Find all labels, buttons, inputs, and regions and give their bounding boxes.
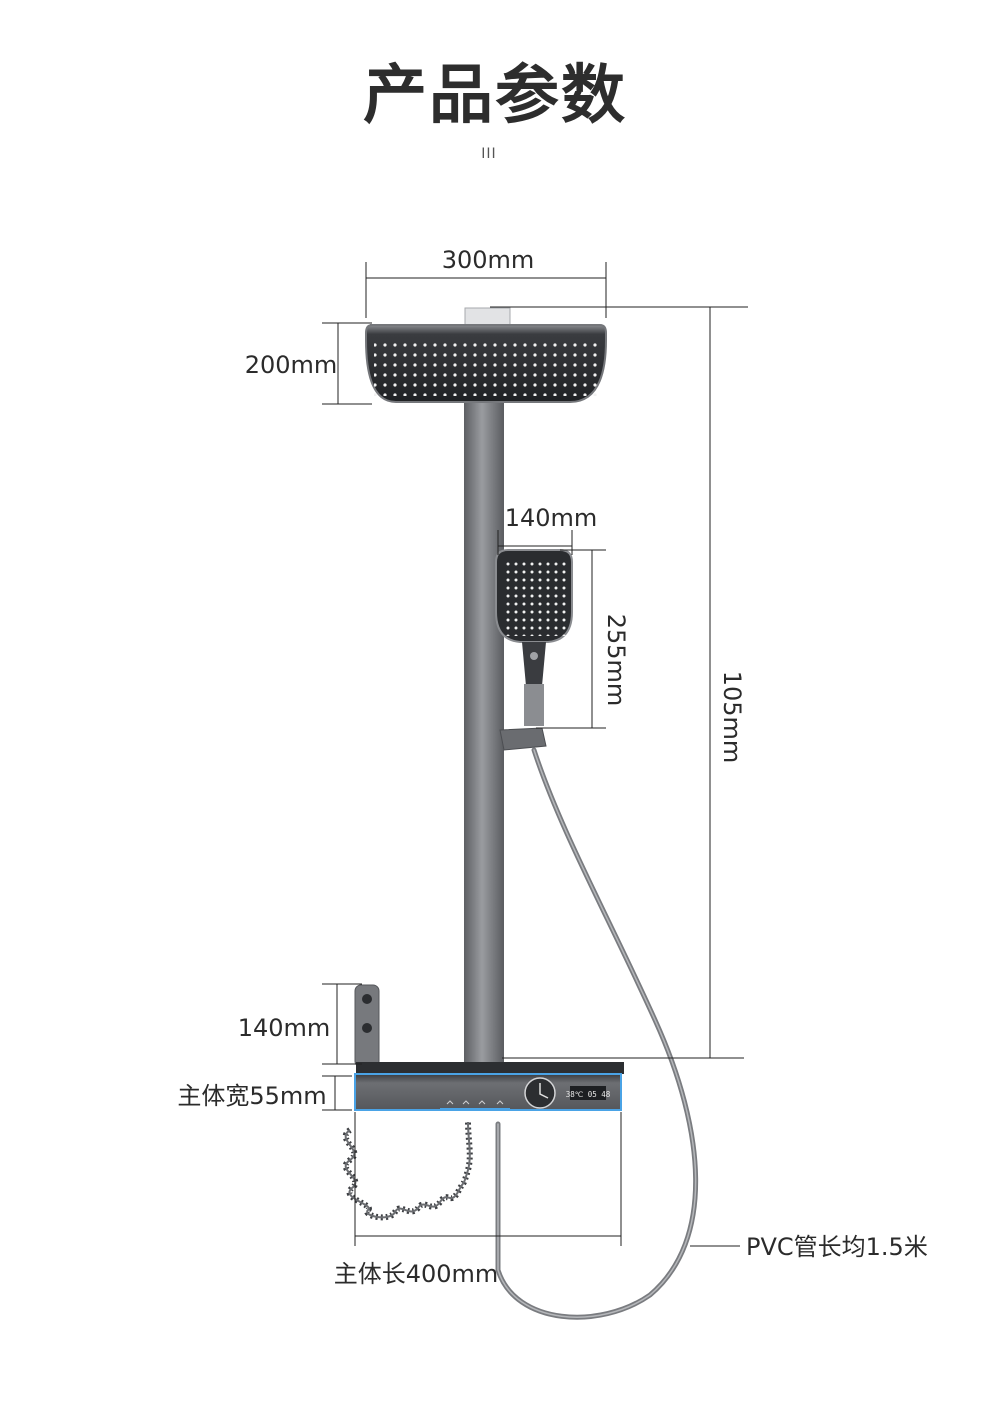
shower-pole [464, 400, 504, 1062]
label-handheld-height: 255mm [602, 614, 630, 707]
hand-shower-hose [495, 747, 699, 1320]
label-total-height: 105mm [718, 671, 746, 764]
label-spout-height: 140mm [238, 1014, 331, 1042]
label-head-height: 200mm [245, 351, 338, 379]
rain-shower-head [365, 324, 607, 403]
bidet-coiled-hose [342, 1121, 473, 1221]
label-body-length: 主体长400mm [334, 1260, 499, 1288]
label-handheld-width: 140mm [505, 504, 598, 532]
control-body: 38℃ 05 48 [354, 1062, 624, 1111]
bidet-spout [354, 984, 380, 1068]
page-title: 产品参数 [363, 59, 627, 133]
temperature-display: 38℃ 05 48 [566, 1090, 611, 1099]
label-body-width: 主体宽55mm [177, 1082, 326, 1110]
title-decoration: III [481, 146, 497, 162]
hand-shower-holder [499, 727, 547, 751]
label-hose-length: PVC管长均1.5米 [746, 1233, 928, 1261]
label-head-width: 300mm [442, 246, 535, 274]
hand-shower [495, 549, 573, 726]
